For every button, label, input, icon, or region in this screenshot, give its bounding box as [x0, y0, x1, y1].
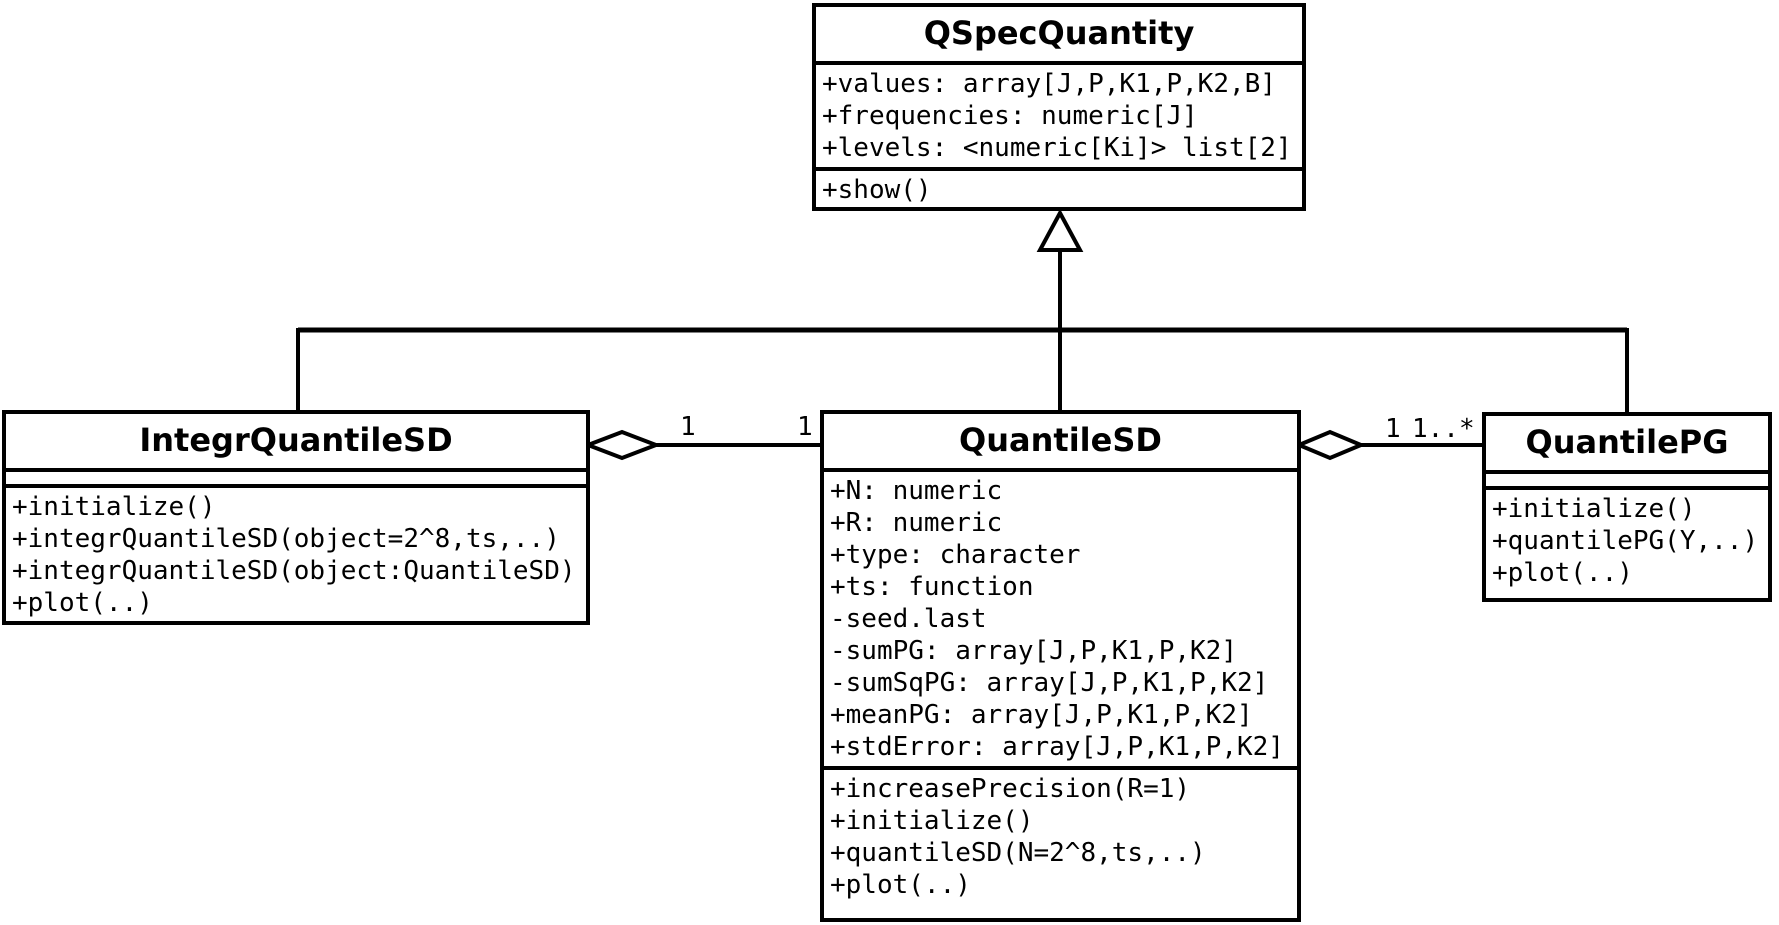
attribute: -sumSqPG: array[J,P,K1,P,K2] — [830, 668, 1269, 698]
attribute: +R: numeric — [830, 508, 1003, 538]
class-integrquantilesd-attributes — [6, 472, 586, 488]
method: +initialize() — [12, 492, 216, 522]
generalization-triangle-icon — [1036, 208, 1084, 252]
class-integrquantilesd-methods: +initialize() +integrQuantileSD(object=2… — [6, 488, 586, 621]
multiplicity-right-part: 1..* — [1412, 414, 1475, 444]
class-qspecquantity-attributes: +values: array[J,P,K1,P,K2,B] +frequenci… — [816, 65, 1302, 171]
attribute: +N: numeric — [830, 476, 1003, 506]
method: +integrQuantileSD(object=2^8,ts,..) — [12, 524, 560, 554]
aggregation-left-diamond-icon — [582, 429, 662, 461]
attribute: +levels: <numeric[Ki]> list[2] — [822, 133, 1292, 163]
class-quantilepg-methods: +initialize() +quantilePG(Y,..) +plot(..… — [1486, 490, 1768, 598]
class-quantilesd-methods: +increasePrecision(R=1) +initialize() +q… — [824, 770, 1297, 918]
class-quantilepg-attributes — [1486, 474, 1768, 490]
method: +quantileSD(N=2^8,ts,..) — [830, 838, 1206, 868]
method: +plot(..) — [12, 588, 153, 618]
class-quantilesd-attributes: +N: numeric +R: numeric +type: character… — [824, 472, 1297, 770]
attribute: +frequencies: numeric[J] — [822, 101, 1198, 131]
class-qspecquantity-methods: +show() — [816, 171, 1302, 207]
class-qspecquantity: QSpecQuantity +values: array[J,P,K1,P,K2… — [812, 3, 1306, 211]
method: +increasePrecision(R=1) — [830, 774, 1191, 804]
class-quantilepg: QuantilePG +initialize() +quantilePG(Y,.… — [1482, 412, 1772, 602]
class-integrquantilesd: IntegrQuantileSD +initialize() +integrQu… — [2, 410, 590, 625]
method: +initialize() — [1492, 494, 1696, 524]
multiplicity-left-whole: 1 — [680, 412, 696, 442]
method: +initialize() — [830, 806, 1034, 836]
method: +integrQuantileSD(object:QuantileSD) — [12, 556, 576, 586]
multiplicity-right-whole: 1 — [1385, 414, 1401, 444]
attribute: +stdError: array[J,P,K1,P,K2] — [830, 732, 1284, 762]
class-quantilesd: QuantileSD +N: numeric +R: numeric +type… — [820, 410, 1301, 922]
attribute: -seed.last — [830, 604, 987, 634]
attribute: -sumPG: array[J,P,K1,P,K2] — [830, 636, 1237, 666]
class-quantilesd-name: QuantileSD — [824, 414, 1297, 472]
multiplicity-left-part: 1 — [797, 412, 813, 442]
method: +show() — [822, 175, 932, 205]
attribute: +ts: function — [830, 572, 1034, 602]
aggregation-right-diamond-icon — [1293, 429, 1367, 461]
method: +quantilePG(Y,..) — [1492, 526, 1759, 556]
method: +plot(..) — [1492, 558, 1633, 588]
method: +plot(..) — [830, 870, 971, 900]
attribute: +type: character — [830, 540, 1081, 570]
attribute: +values: array[J,P,K1,P,K2,B] — [822, 69, 1276, 99]
class-integrquantilesd-name: IntegrQuantileSD — [6, 414, 586, 472]
class-qspecquantity-name: QSpecQuantity — [816, 7, 1302, 65]
attribute: +meanPG: array[J,P,K1,P,K2] — [830, 700, 1253, 730]
class-quantilepg-name: QuantilePG — [1486, 416, 1768, 474]
